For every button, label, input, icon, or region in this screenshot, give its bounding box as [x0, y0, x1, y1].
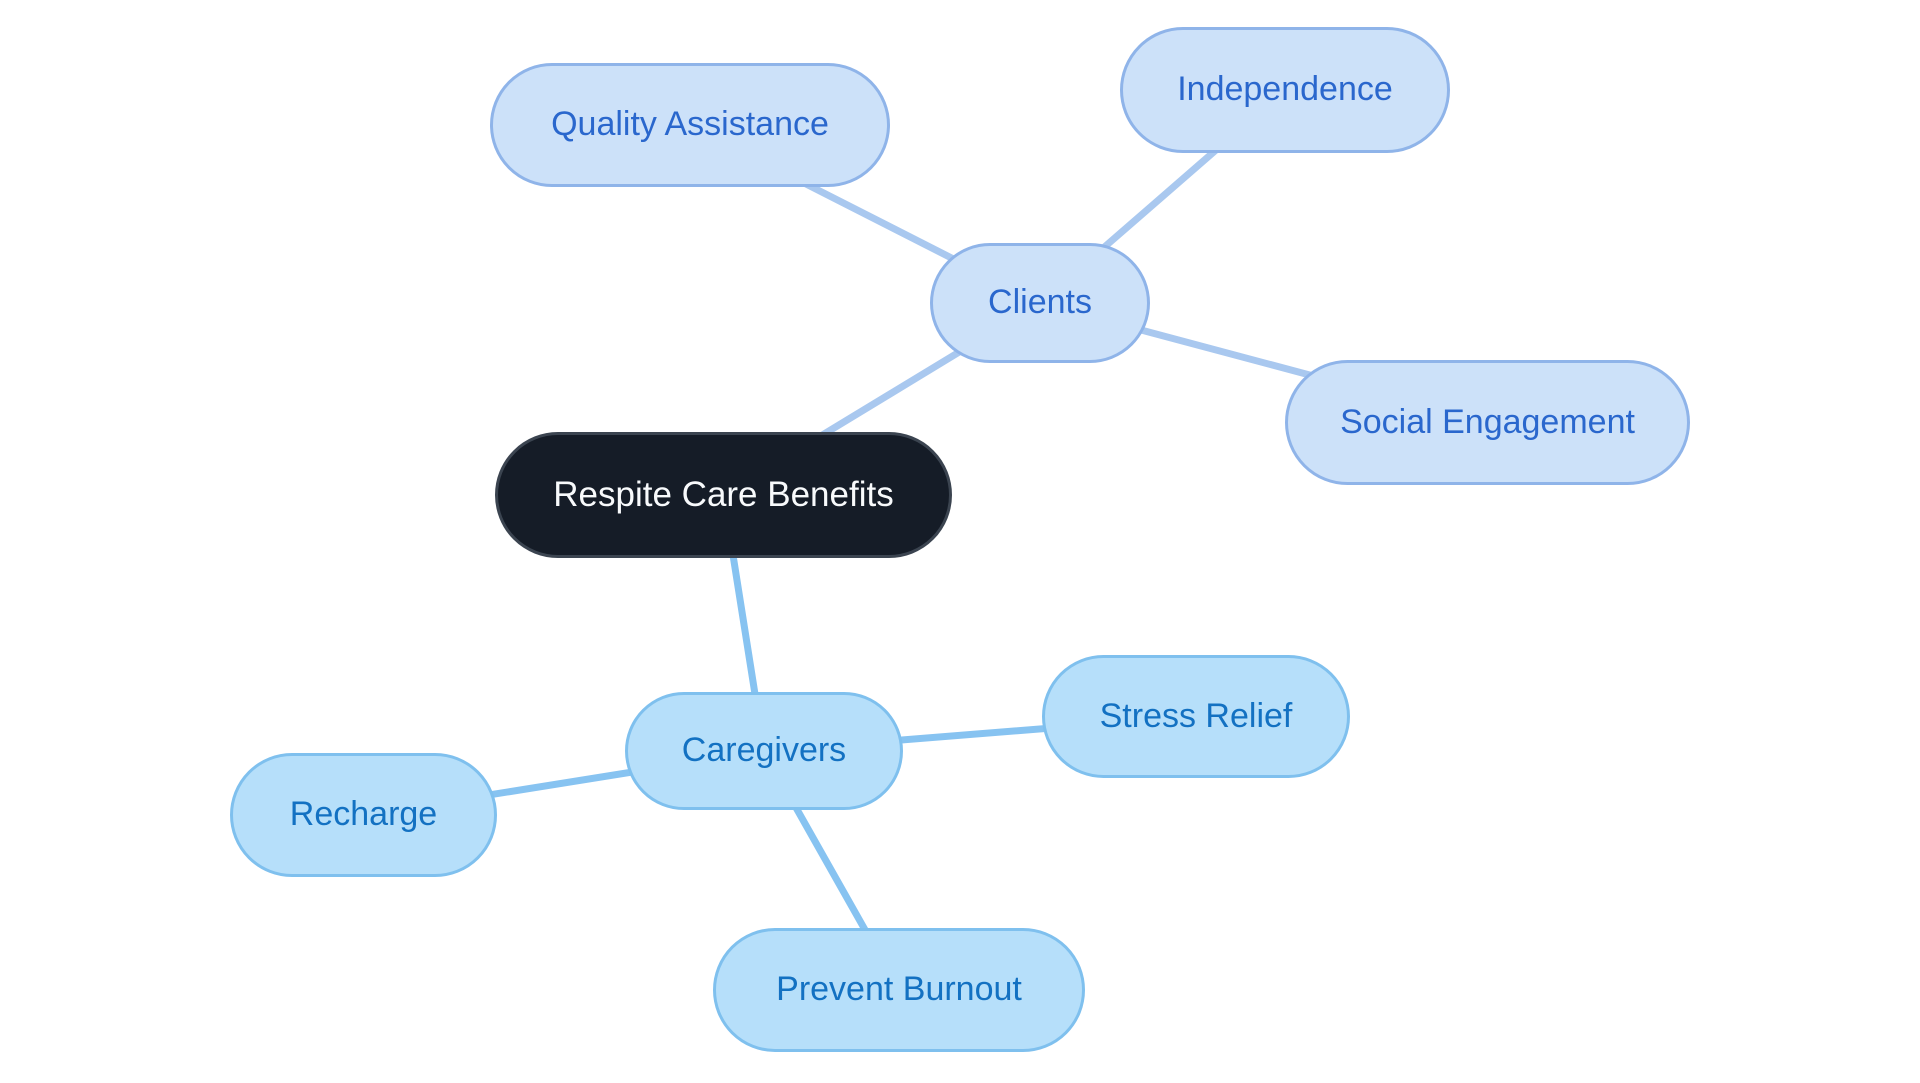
mindmap-node-label: Prevent Burnout: [776, 970, 1022, 1009]
mindmap-node-label: Social Engagement: [1340, 402, 1635, 441]
mindmap-node-stress-relief[interactable]: Stress Relief: [1042, 655, 1350, 778]
mindmap-node-label: Independence: [1177, 70, 1393, 109]
mindmap-node-clients[interactable]: Clients: [930, 243, 1150, 363]
mindmap-node-quality-assistance[interactable]: Quality Assistance: [490, 63, 890, 187]
mindmap-node-root[interactable]: Respite Care Benefits: [495, 432, 952, 558]
mindmap-node-independence[interactable]: Independence: [1120, 27, 1450, 153]
mindmap-node-recharge[interactable]: Recharge: [230, 753, 497, 877]
mindmap-node-label: Caregivers: [681, 731, 847, 770]
mindmap-node-prevent-burnout[interactable]: Prevent Burnout: [713, 928, 1085, 1052]
mindmap-node-caregivers[interactable]: Caregivers: [625, 692, 903, 810]
mindmap-node-label: Recharge: [289, 795, 438, 834]
mindmap-node-label: Respite Care Benefits: [553, 474, 894, 514]
mindmap-node-label: Clients: [988, 283, 1092, 322]
mindmap-node-label: Quality Assistance: [551, 105, 829, 144]
mindmap-node-social-engagement[interactable]: Social Engagement: [1285, 360, 1690, 485]
mindmap-node-label: Stress Relief: [1099, 696, 1293, 735]
